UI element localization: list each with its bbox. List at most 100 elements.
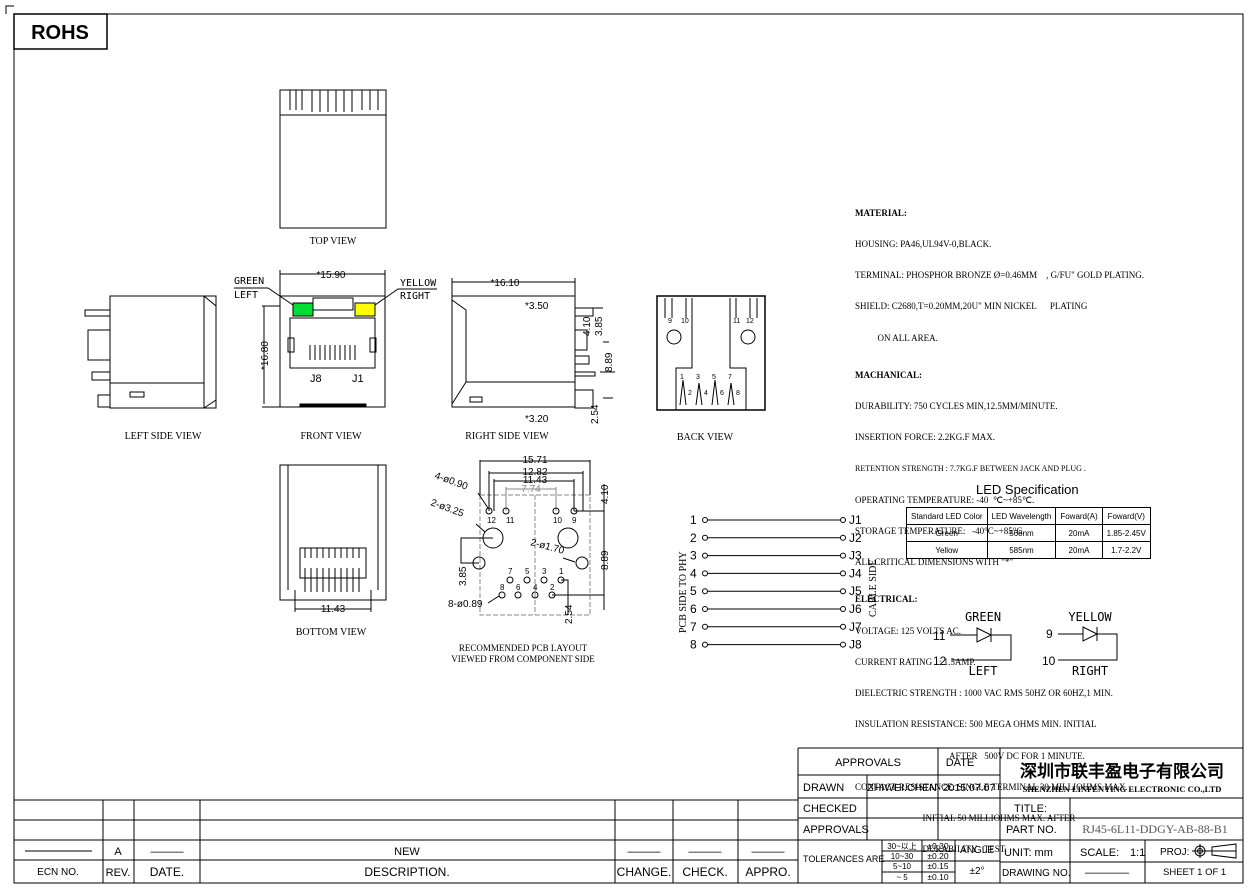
schematic-jack-label: J5 (849, 584, 862, 598)
part-no-value: RJ45-6L11-DDGY-AB-88-B1 (1082, 822, 1228, 836)
table-cell: 1.7-2.2V (1101, 541, 1151, 559)
schematic-pin-label: 2 (690, 531, 697, 545)
spec-line: INSERTION FORCE: 2.2KG.F MAX. (855, 432, 995, 443)
dim-385: 3.85 (594, 316, 605, 336)
company-name-cn: 深圳市联丰盈电子有限公司 (1020, 761, 1224, 781)
drawn-date: 2015.07.07 (943, 782, 996, 794)
approvals-label: APPROVALS (803, 824, 869, 836)
dim-774: 7.74 (521, 484, 541, 495)
dim-410: 4.10 (582, 316, 593, 336)
schematic-jack-label: J2 (849, 531, 862, 545)
schematic-jack-label: J6 (849, 602, 862, 616)
table-cell: 1.85-2.45V (1101, 524, 1151, 542)
angle-value: ±2° (969, 866, 984, 877)
dim-bottom-width: 11.43 (321, 604, 346, 615)
back-view: 9 10 11 12 1 2 3 4 5 6 7 8 BACK VIEW (656, 295, 766, 443)
mechanical-title: MACHANICAL: (855, 369, 922, 380)
pcb-contact-2: 2 (550, 583, 555, 592)
sheet-border (13, 13, 1244, 884)
table-cell: 20mA (1055, 524, 1103, 542)
tol-range-4: ~ 5 (896, 873, 908, 882)
dim-889: 8.89 (604, 352, 615, 372)
green-led-name: GREEN (965, 610, 1001, 624)
tolerances-label: TOLERANCES ARE (803, 854, 884, 864)
schematic-jack-node (840, 623, 846, 630)
header-appro: APPRO. (745, 865, 790, 879)
pcb-contact-1: 1 (559, 567, 564, 576)
projection-label: PROJ: (1160, 847, 1189, 858)
tol-value-4: ±0.10 (927, 872, 948, 882)
dim-width-front: *15.90 (317, 270, 346, 281)
top-view: TOP VIEW (279, 89, 387, 247)
yellow-led-pin-10: 10 (1042, 654, 1056, 668)
table-header: Foward(A) (1055, 507, 1103, 525)
dim-1571: 15.71 (522, 455, 547, 466)
table-cell: Yellow (906, 541, 988, 559)
dim-1143: 11.43 (523, 475, 548, 486)
drawn-label: DRAWN (803, 782, 844, 794)
pcb-pin-11: 11 (506, 516, 515, 525)
yellow-led-side: RIGHT (1072, 664, 1108, 678)
rohs-badge-box (13, 13, 108, 50)
table-header: Standard LED Color (906, 507, 988, 525)
pcb-dim-254: 2.54 (564, 604, 575, 624)
rev-date: ——— (151, 846, 184, 858)
callout-hole-089: 8-ø0.89 (448, 599, 483, 610)
pcb-contact-3: 3 (542, 567, 547, 576)
drawn-by: ZHIWEI.CHEN (867, 782, 936, 794)
spec-line: HOUSING: PA46,UL94V-0,BLACK. (855, 239, 992, 250)
back-contact-6: 6 (720, 390, 724, 397)
schematic-jack-label: J1 (849, 513, 862, 527)
schematic-jack-node (840, 534, 846, 541)
j1-label: J1 (352, 373, 364, 385)
pcb-contact-7: 7 (508, 567, 513, 576)
pcb-caption-1: RECOMMENDED PCB LAYOUT (459, 643, 588, 653)
unit-label: UNIT: mm (1004, 847, 1053, 859)
schematic-pin-node (702, 517, 708, 523)
schematic-pin-label: 6 (690, 602, 697, 616)
header-date: DATE. (150, 865, 184, 879)
left-side-view-label: LEFT SIDE VIEW (125, 431, 202, 442)
table-row: Green 568nm 20mA 1.85-2.45V (906, 524, 1151, 542)
yellow-led-name: YELLOW (1068, 610, 1112, 624)
bottom-view-label: BOTTOM VIEW (296, 627, 367, 638)
sheet-label: SHEET 1 OF 1 (1163, 867, 1226, 878)
table-cell: 585nm (986, 541, 1057, 559)
rohs-badge: ROHS (31, 22, 89, 44)
part-no-label: PART NO. (1006, 824, 1057, 836)
yellow-led-symbol: YELLOW 9 10 RIGHT (1042, 610, 1118, 678)
spec-line: VOLTAGE: 125 VOLTS AC. (855, 625, 961, 636)
led-spec-title: LED Specification (976, 482, 1079, 497)
tol-value-3: ±0.15 (927, 861, 948, 871)
front-view: J8 J1 *15.90 *16.80 GREEN LEFT YELLOW RI… (234, 270, 437, 442)
tol-range-1: 30~以上 (887, 842, 917, 851)
company-name-en: SHENZHEN LINFENYING ELECTRONIC CO.,LTD (1023, 784, 1222, 794)
back-contact-8: 8 (736, 390, 740, 397)
schematic-pin-node (702, 588, 708, 595)
spec-line: ALL CRITICAL DIMENSIONS WITH "*" (855, 557, 1014, 568)
pcb-side-label: PCB SIDE TO PHY (678, 551, 689, 633)
title-block: APPROVALS DATE DRAWN ZHIWEI.CHEN 2015.07… (798, 747, 1243, 883)
yellow-led-window (354, 302, 376, 317)
corner-mark (5, 5, 14, 14)
green-led-side: LEFT (969, 664, 998, 678)
schematic-pin-label: 7 (690, 620, 697, 634)
schematic-pin-node (702, 570, 708, 577)
schematic-jack-node (840, 552, 846, 559)
table-row: Yellow 585nm 20mA 1.7-2.2V (906, 541, 1151, 559)
callout-hole-325: 2-ø3.25 (429, 497, 466, 519)
schematic-jack-label: J7 (849, 620, 862, 634)
rev-check: ——— (689, 846, 722, 858)
table-header-row: Standard LED Color LED Wavelength Foward… (906, 507, 1151, 525)
pcb-pin-9: 9 (572, 516, 577, 525)
schematic-jack-label: J4 (849, 566, 862, 580)
back-pin-12: 12 (746, 318, 754, 325)
spec-line: INITIAL 50 MILLIOHMS MAX. AFTER (855, 812, 1076, 823)
electrical-title: ELECTRICAL: (855, 594, 918, 605)
tol-value-2: ±0.20 (927, 851, 948, 861)
spec-line: SHIELD: C2680,T=0.20MM,20U" MIN NICKEL P… (855, 301, 1088, 312)
pcb-dim-410: 4.10 (600, 484, 611, 504)
rev-appro: ——— (752, 846, 785, 858)
j8-label: J8 (310, 373, 322, 385)
